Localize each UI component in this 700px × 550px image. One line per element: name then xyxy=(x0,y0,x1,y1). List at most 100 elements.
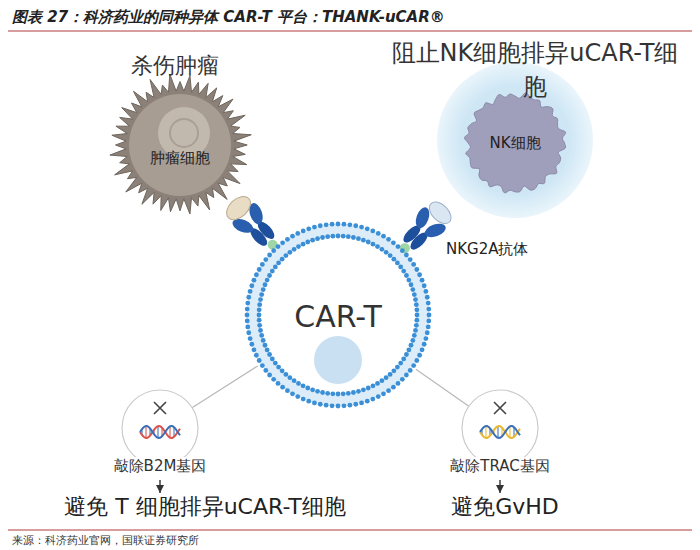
membrane-dot xyxy=(406,348,411,353)
membrane-dot xyxy=(296,244,301,249)
membrane-dot xyxy=(425,330,430,335)
membrane-dot xyxy=(301,229,306,234)
membrane-dot xyxy=(258,297,263,302)
membrane-dot xyxy=(276,365,281,370)
membrane-dot xyxy=(276,381,281,386)
dna-strand xyxy=(480,426,520,438)
membrane-dot xyxy=(411,262,416,267)
membrane-dot xyxy=(420,278,425,283)
dna-strand xyxy=(140,426,180,438)
membrane-dot xyxy=(361,387,366,392)
membrane-dot xyxy=(325,234,330,239)
membrane-dot xyxy=(248,336,253,341)
membrane-dot xyxy=(330,222,335,227)
tumor-spikes xyxy=(110,74,251,214)
node-text: 避免GvHD xyxy=(451,494,559,520)
membrane-dot xyxy=(270,356,275,361)
membrane-dot xyxy=(396,381,401,386)
membrane-dot xyxy=(296,381,301,386)
membrane-band xyxy=(253,230,423,400)
membrane-dot xyxy=(411,363,416,368)
membrane-dot xyxy=(257,307,262,312)
membrane-dot xyxy=(336,234,341,239)
caption-rule xyxy=(8,530,692,531)
membrane-dot xyxy=(301,242,306,247)
cell-heading: 阻止NK细胞排异uCAR-T细胞 xyxy=(385,37,685,104)
membrane-dot xyxy=(325,391,330,396)
membrane-dot xyxy=(347,222,352,227)
trac-knockout: 敲除TRAC基因 xyxy=(430,388,570,478)
cell-heading: 杀伤肿瘤 xyxy=(131,53,219,79)
dna-helix xyxy=(480,426,520,438)
membrane-dot xyxy=(414,318,419,323)
membrane-dot xyxy=(273,265,278,270)
membrane-dot xyxy=(386,388,391,393)
membrane-dot xyxy=(257,313,262,318)
membrane-dot xyxy=(412,292,417,297)
dna-strand xyxy=(140,426,180,438)
membrane-dot xyxy=(267,253,272,258)
knockout-cross xyxy=(154,402,166,414)
membrane-dot xyxy=(267,273,272,278)
membrane-dot xyxy=(257,302,262,307)
membrane-dot xyxy=(312,225,317,230)
shape-group xyxy=(437,62,593,218)
membrane-dot xyxy=(301,383,306,388)
membrane-dot xyxy=(288,375,293,380)
membrane-dot xyxy=(295,231,300,236)
result-arrow xyxy=(159,480,160,493)
dna-rung xyxy=(485,426,487,438)
dna-strand xyxy=(480,426,520,438)
membrane-dot xyxy=(273,361,278,366)
node-text: CAR-T xyxy=(294,299,382,335)
membrane-dot xyxy=(366,386,371,391)
membrane-dot xyxy=(301,397,306,402)
membrane-dot xyxy=(305,386,310,391)
membrane-dot xyxy=(381,391,386,396)
membrane-dot xyxy=(249,283,254,288)
membrane-dot xyxy=(370,229,375,234)
membrane-dot xyxy=(285,237,290,242)
link-line xyxy=(192,366,258,408)
membrane-dot xyxy=(427,313,432,318)
membrane-dot xyxy=(245,313,250,318)
membrane-dot xyxy=(288,250,293,255)
membrane-dot xyxy=(356,236,361,241)
membrane-dot xyxy=(276,261,281,266)
dna-rung xyxy=(157,426,159,438)
node-text: 肿瘤细胞 xyxy=(150,149,210,167)
membrane-dot xyxy=(245,319,250,324)
membrane-dot xyxy=(396,244,401,249)
membrane-dot xyxy=(351,235,356,240)
membrane-dot xyxy=(265,348,270,353)
membrane-dot xyxy=(414,323,419,328)
membrane-dot xyxy=(417,272,422,277)
membrane-dot xyxy=(414,267,419,272)
membrane-dot xyxy=(318,402,323,407)
membrane-dot xyxy=(423,336,428,341)
membrane-dot xyxy=(375,381,380,386)
membrane-dot xyxy=(426,301,431,306)
membrane-dot xyxy=(280,240,285,245)
nkg2a-receptor xyxy=(425,198,455,228)
membrane-dot xyxy=(408,368,413,373)
nk-glow xyxy=(437,62,593,218)
nk-body xyxy=(464,93,565,193)
membrane-dot xyxy=(318,223,323,228)
outcome-text: 避免 T 细胞排异uCAR-T细胞 xyxy=(64,494,346,520)
membrane-dot xyxy=(315,236,320,241)
membrane-dot xyxy=(263,343,268,348)
membrane-dot xyxy=(284,253,289,258)
membrane-dot xyxy=(260,363,265,368)
membrane-dot xyxy=(290,234,295,239)
membrane-dot xyxy=(336,404,341,409)
membrane-dot xyxy=(271,248,276,253)
membrane-dot xyxy=(292,247,297,252)
membrane-dot xyxy=(254,353,259,358)
membrane-dot xyxy=(413,297,418,302)
membrane-dot xyxy=(245,301,250,306)
membrane-dot xyxy=(341,391,346,396)
membrane-dot xyxy=(353,223,358,228)
membrane-dot xyxy=(359,400,364,405)
membrane-dot xyxy=(409,282,414,287)
